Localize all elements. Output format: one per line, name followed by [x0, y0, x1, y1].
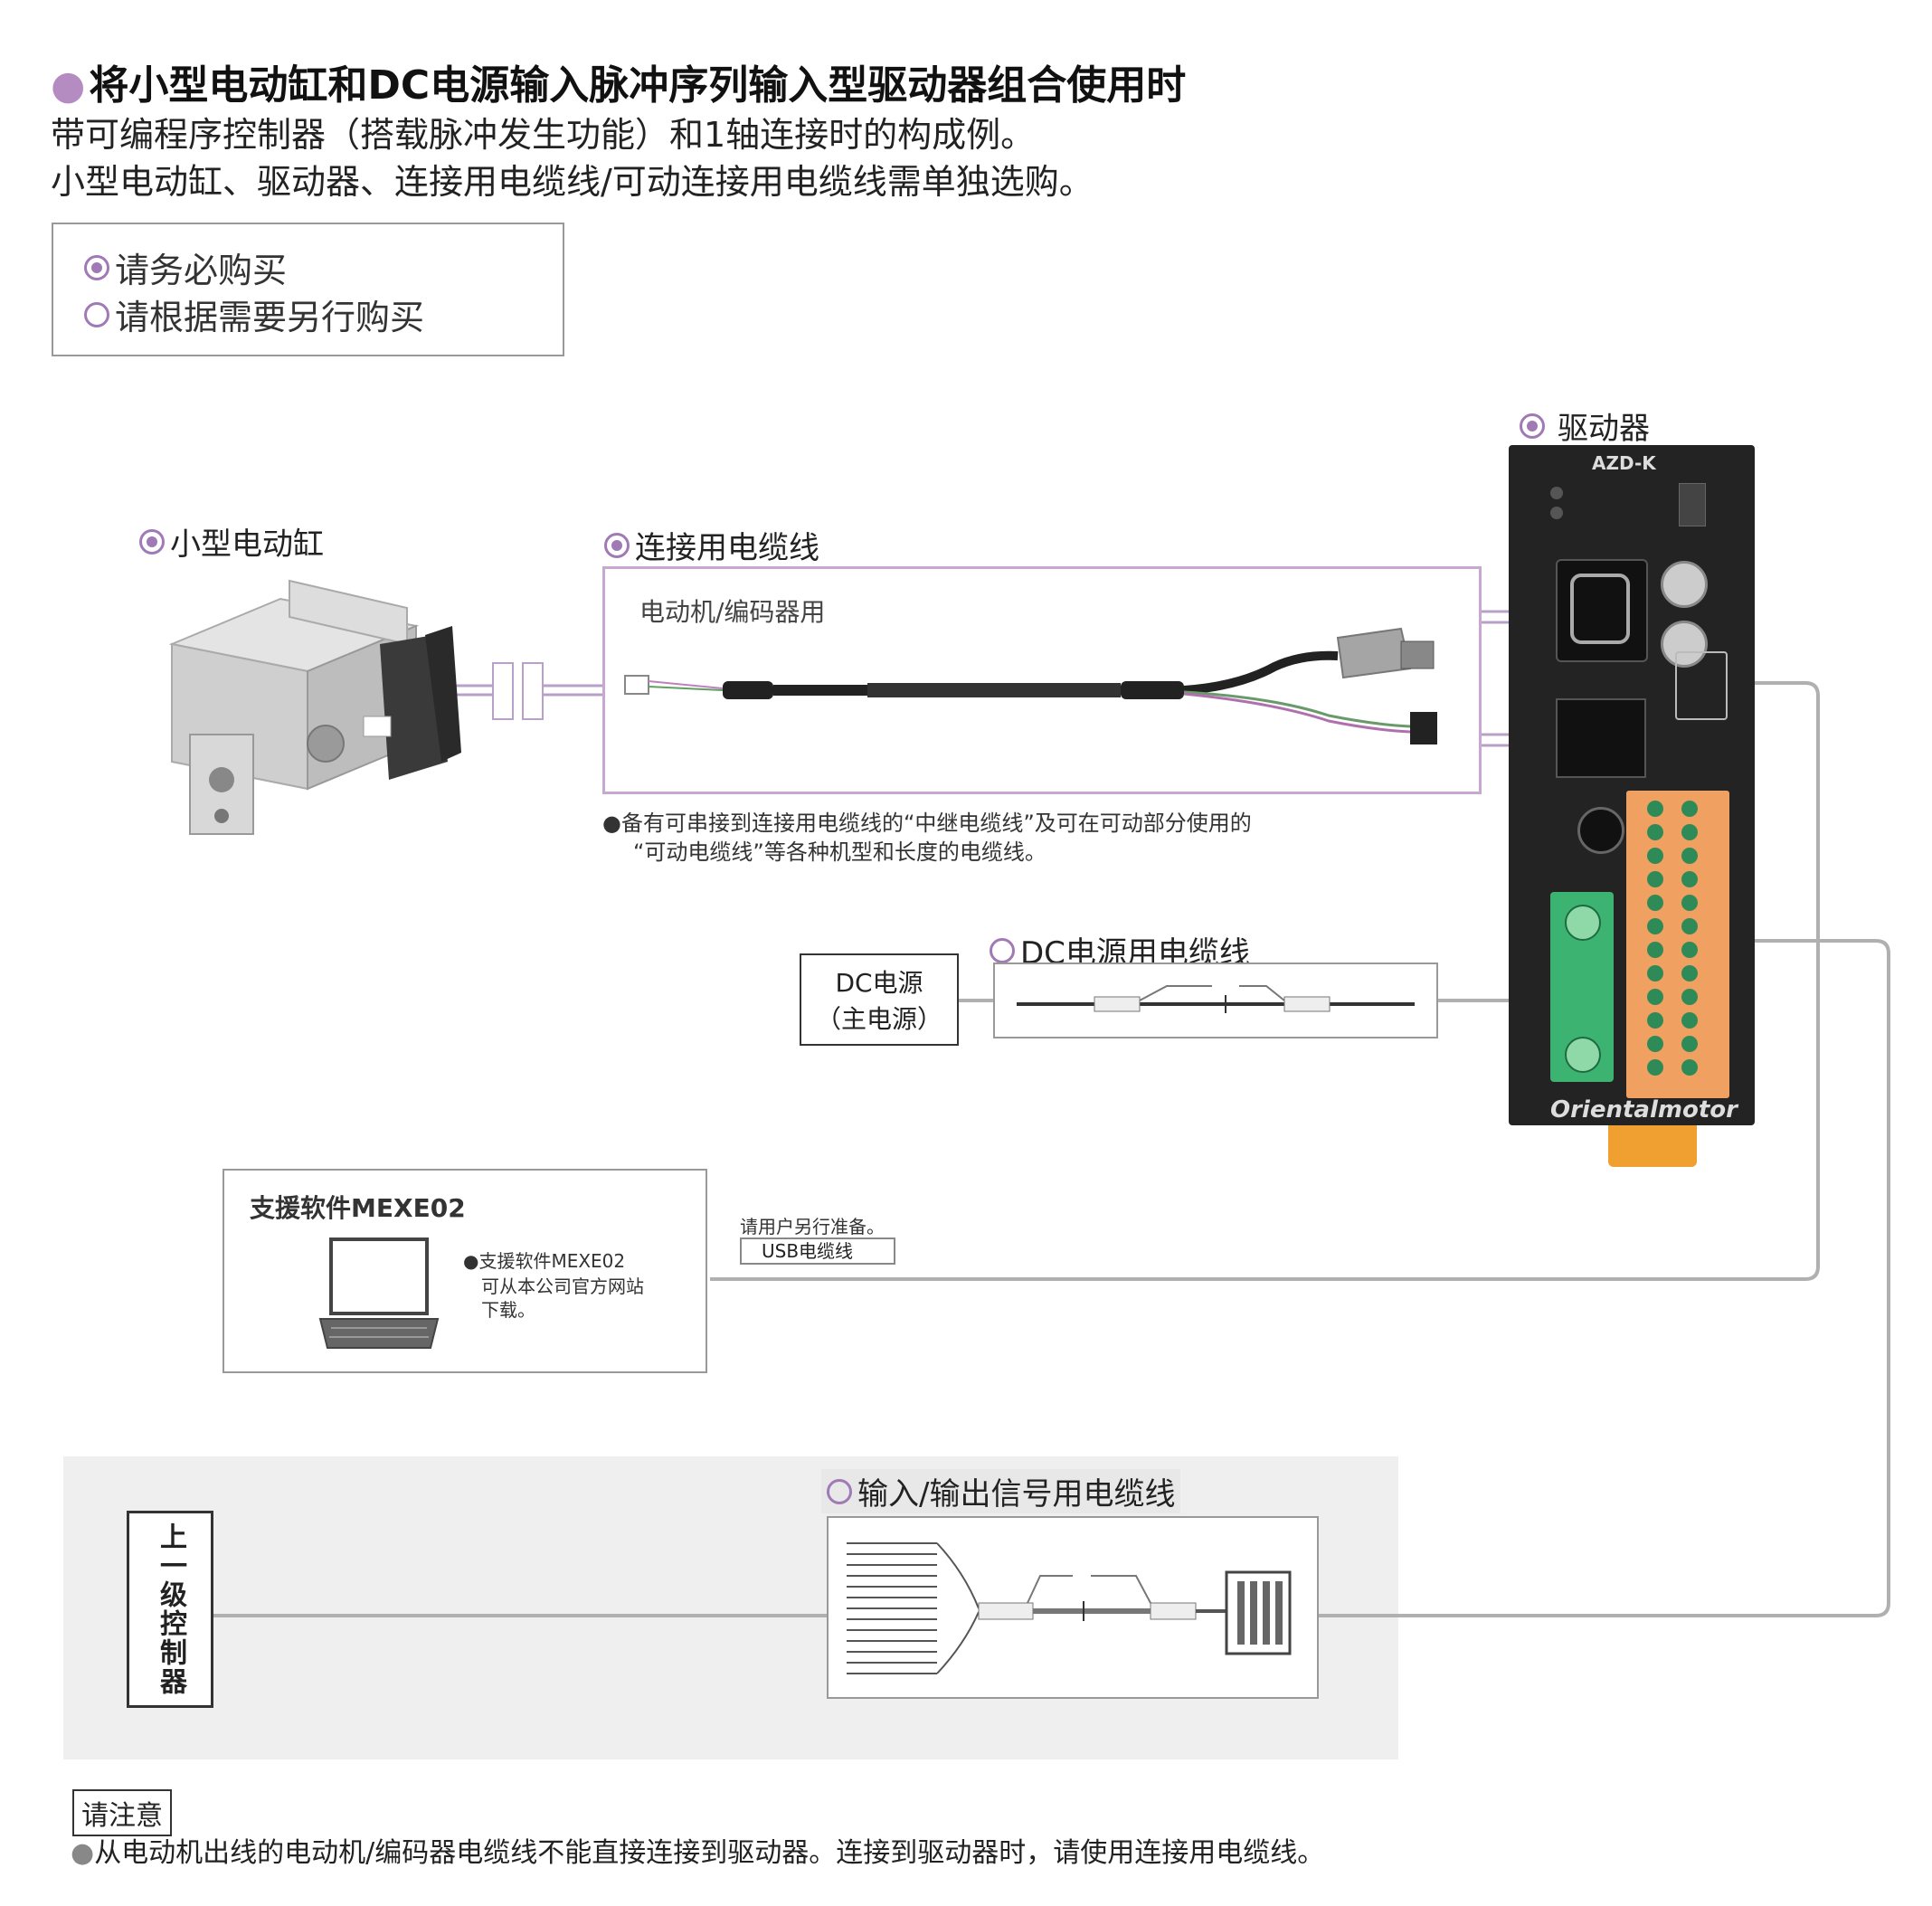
io-cable-box [827, 1516, 1319, 1699]
power-led [1550, 487, 1563, 499]
dc-cable-illustration [1017, 985, 1415, 1013]
fl-dial[interactable] [1661, 621, 1708, 668]
dc-source-line-2: （主电源） [815, 1004, 942, 1034]
ready-led [1550, 507, 1563, 519]
motor-connector-a [492, 662, 514, 720]
page-title: ●将小型电动缸和DC电源输入脉冲序列输入型驱动器组合使用时 [51, 62, 1187, 109]
terminal-screw-top [1565, 905, 1601, 941]
required-marker-icon [84, 254, 109, 280]
required-marker-icon [1520, 412, 1545, 439]
laptop-icon [318, 1237, 440, 1349]
home-preset-button[interactable] [1577, 807, 1624, 854]
actuator-illustration [168, 579, 461, 835]
conn-cable-box: 电动机/编码器用 [602, 566, 1482, 794]
legend-optional: 请根据需要另行购买 [84, 289, 424, 339]
bullet-icon: ● [71, 1837, 95, 1869]
software-note-3: 下载。 [481, 1299, 535, 1321]
subtitle-line-2: 小型电动缸、驱动器、连接用电缆线/可动连接用电缆线需单独选购。 [51, 162, 1094, 202]
io-driver-line [1319, 939, 1890, 1617]
optional-marker-icon [84, 301, 109, 327]
driver-label: 驱动器 [1520, 403, 1650, 448]
cn2-port [1556, 559, 1648, 662]
cn1-port [1556, 698, 1646, 778]
conn-cable-note-2: “可动电缆线”等各种机型和长度的电缆线。 [633, 839, 1046, 865]
software-note-1: ●支援软件MEXE02 [463, 1250, 626, 1272]
io-terminal-pins [1647, 801, 1698, 1076]
usb-note: 请用户另行准备。 [740, 1216, 885, 1237]
conn-cable-sublabel: 电动机/编码器用 [639, 597, 826, 627]
subtitle-line-1: 带可编程序控制器（搭载脉冲发生功能）和1轴连接时的构成例。 [51, 115, 1036, 155]
software-title: 支援软件MEXE02 [250, 1193, 466, 1223]
conn-cable-label: 连接用电缆线 [604, 523, 819, 567]
usb-cable-label: USB电缆线 [740, 1237, 895, 1265]
io-cable-illustration [847, 1542, 1292, 1674]
din-rail-clip [1608, 1125, 1697, 1167]
driver-model: AZD-K [1592, 452, 1656, 474]
power-terminal-block [1550, 892, 1614, 1082]
software-box: 支援软件MEXE02 ●支援软件MEXE02 可从本公司官方网站 下载。 [223, 1169, 707, 1373]
host-controller-box: 上一级控制器 [127, 1511, 213, 1708]
dc-source-line-1: DC电源 [835, 968, 923, 998]
usb-port [1675, 651, 1728, 720]
brand-logo: Orientalmotor [1550, 1096, 1738, 1124]
required-marker-icon [604, 532, 630, 558]
conn-cable-note-1: ●备有可串接到连接用电缆线的“中继电缆线”及可在可动部分使用的 [602, 811, 1252, 836]
conn-cable-illustration [624, 627, 1437, 744]
driver-body: AZD-K Orientalmotor [1509, 445, 1755, 1125]
bullet-icon: ● [51, 62, 86, 109]
optional-marker-icon [827, 1478, 852, 1504]
legend-box: 请务必购买 请根据需要另行购买 [52, 223, 564, 356]
optional-marker-icon [990, 937, 1015, 963]
motor-connector-b [522, 662, 544, 720]
actuator-label: 小型电动缸 [139, 519, 324, 564]
current-dial[interactable] [1661, 561, 1708, 608]
dip-switch[interactable] [1679, 483, 1706, 526]
software-note-2: 可从本公司官方网站 [481, 1275, 644, 1297]
required-marker-icon [139, 528, 165, 555]
legend-required: 请务必购买 [84, 242, 287, 292]
io-cable-label: 输入/输出信号用电缆线 [821, 1469, 1181, 1513]
terminal-screw-bottom [1565, 1037, 1601, 1073]
dc-source-box: DC电源 （主电源） [800, 953, 959, 1046]
footer-note: ●从电动机出线的电动机/编码器电缆线不能直接连接到驱动器。连接到驱动器时，请使用… [71, 1837, 1325, 1869]
usb-line [710, 681, 1820, 1281]
cn2-socket [1570, 574, 1630, 644]
note-tag: 请注意 [72, 1789, 172, 1836]
io-terminal-block [1626, 791, 1729, 1098]
dc-cable-box [993, 962, 1438, 1038]
